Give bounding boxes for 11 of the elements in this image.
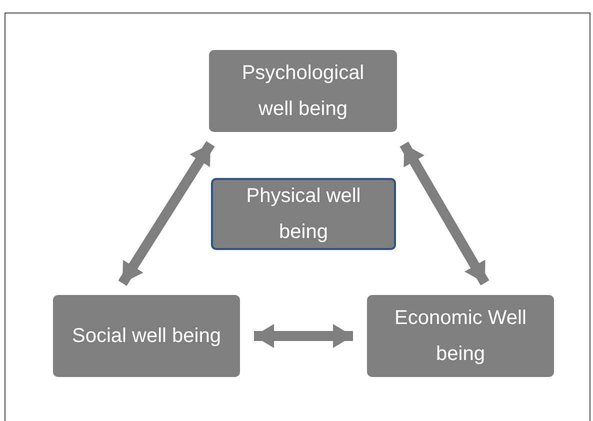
box-label: Physical well being	[245, 184, 362, 245]
double-arrow	[254, 324, 353, 348]
box-label: Economic Well being	[394, 306, 528, 367]
process-box	[367, 295, 554, 377]
process-box	[211, 178, 396, 250]
process-box	[53, 295, 240, 377]
process-box	[209, 50, 397, 132]
box-label: Social well being	[72, 324, 221, 349]
double-arrow	[400, 142, 490, 286]
box-label: Psychological well being	[240, 61, 366, 122]
double-arrow	[118, 141, 215, 286]
